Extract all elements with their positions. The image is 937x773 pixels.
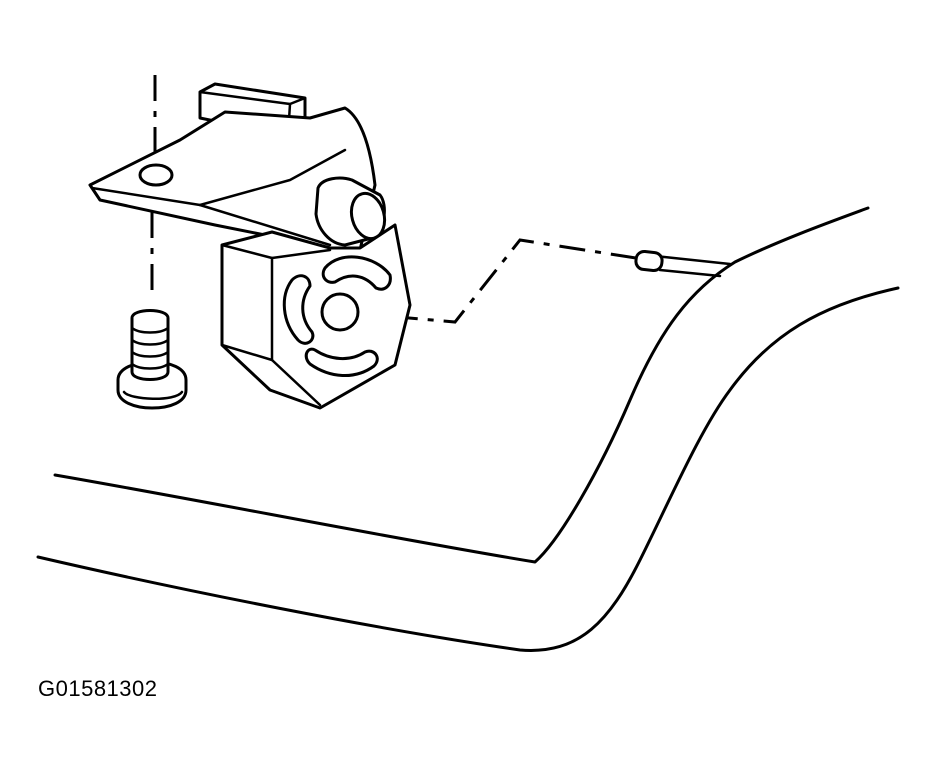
bracket-bolt-hole <box>138 163 174 187</box>
crossmember-lower-edge <box>36 286 900 652</box>
mounting-bolt <box>116 309 188 410</box>
rotor-slot-bottom <box>304 347 379 378</box>
frame-crossmember <box>36 206 900 652</box>
rotor-slot-top <box>321 255 392 291</box>
sensor-rotor-face <box>282 255 392 378</box>
crossmember-upper-edge <box>53 206 870 564</box>
harness-connector <box>634 249 732 278</box>
sensor-assembly <box>88 82 412 410</box>
figure-id-label: G01581302 <box>38 676 158 701</box>
rotor-slot-left <box>282 274 315 345</box>
